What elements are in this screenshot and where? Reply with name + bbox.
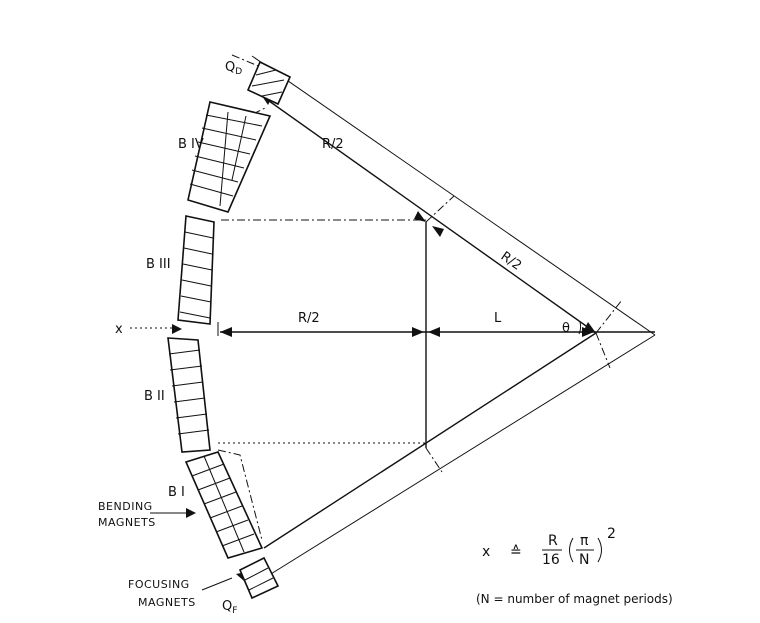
label-r2-right: R/2 xyxy=(498,249,524,274)
svg-text:FOCUSING: FOCUSING xyxy=(128,578,190,591)
label-theta: θ xyxy=(562,321,570,336)
beam-lines xyxy=(220,95,655,549)
arrow-x xyxy=(172,324,182,334)
label-b2: B II xyxy=(144,389,165,404)
label-r2-top: R/2 xyxy=(322,137,344,152)
upper-beam-line xyxy=(261,95,597,334)
label-qd: QD xyxy=(225,60,242,77)
upper-perp-line xyxy=(425,195,455,223)
label-l: L xyxy=(494,311,502,326)
formula: x ≙ R 16 π N 2 xyxy=(482,526,616,568)
label-qf: QF xyxy=(222,599,237,616)
formula-op: ≙ xyxy=(510,544,522,560)
label-x-left: x xyxy=(115,322,123,337)
magnet-b2 xyxy=(167,337,211,453)
arrow-left-l xyxy=(428,327,440,337)
upper-boundary-line xyxy=(251,55,656,336)
formula-pi: π xyxy=(580,533,589,549)
svg-text:BENDING: BENDING xyxy=(98,500,153,513)
lower-boundary-line xyxy=(257,334,656,583)
label-b4: B IV xyxy=(178,137,204,152)
formula-note: (N = number of magnet periods) xyxy=(476,592,673,606)
formula-exp: 2 xyxy=(607,526,616,542)
arrow-top-end xyxy=(414,211,426,222)
theta-arc xyxy=(578,321,582,335)
label-r2-mid: R/2 xyxy=(298,311,320,326)
magnet-b1 xyxy=(184,451,264,559)
formula-lhs: x xyxy=(482,544,490,560)
arrow-right-end xyxy=(584,322,596,333)
lower-perp-line xyxy=(425,447,443,473)
arrow-right-r2 xyxy=(412,327,424,337)
lower-beam-line xyxy=(263,332,597,549)
formula-n: N xyxy=(579,552,589,568)
arrow-right-start xyxy=(432,226,444,237)
apex-perp-lower xyxy=(595,332,611,369)
arrow-left-r2 xyxy=(220,327,232,337)
formula-num: R xyxy=(548,533,558,549)
label-b1: B I xyxy=(168,485,185,500)
magnet-b4 xyxy=(187,101,272,213)
magnet-b3 xyxy=(177,215,215,325)
outer-boundary-lines xyxy=(251,55,656,583)
focusing-magnets-label: FOCUSING MAGNETS xyxy=(128,577,233,609)
b1-dashed-outline xyxy=(217,449,263,541)
apex-perp-upper xyxy=(595,299,623,334)
magnet-qf xyxy=(238,556,280,600)
bending-magnets-label: BENDING MAGNETS xyxy=(98,500,196,529)
svg-text:MAGNETS: MAGNETS xyxy=(138,596,196,609)
formula-den: 16 xyxy=(542,552,560,568)
label-b3: B III xyxy=(146,257,171,272)
magnet-qd xyxy=(246,60,292,106)
svg-text:MAGNETS: MAGNETS xyxy=(98,516,156,529)
